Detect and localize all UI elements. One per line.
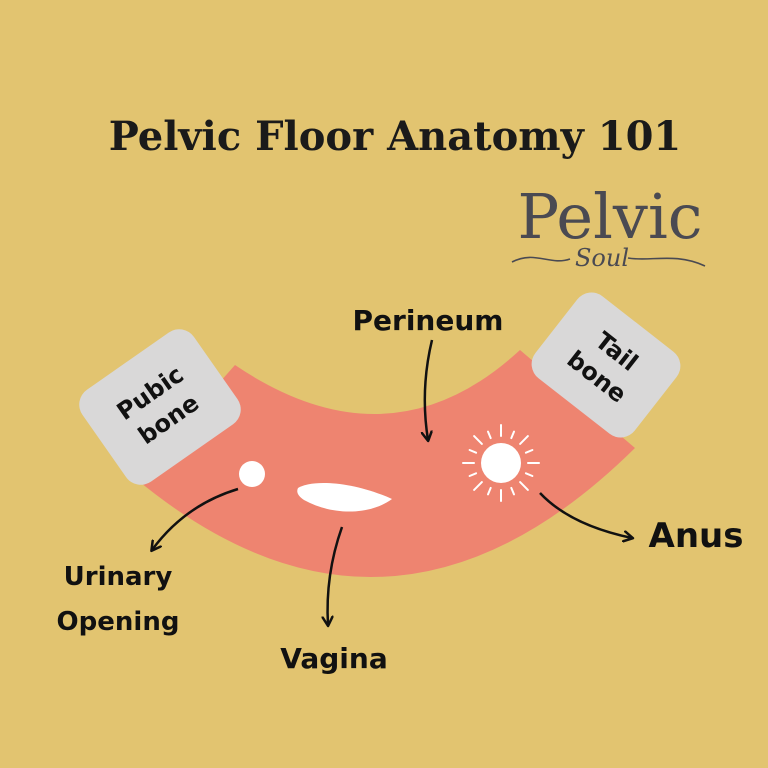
vagina-arrow bbox=[328, 526, 344, 625]
urinary-opening-label-line2: Opening bbox=[57, 607, 180, 637]
sun-ray bbox=[468, 449, 478, 454]
urinary-opening-shape bbox=[239, 461, 265, 487]
tail-bone: Tail bone bbox=[531, 292, 681, 438]
sun-ray bbox=[487, 430, 492, 440]
brand-tagline: Soul bbox=[575, 244, 629, 272]
perineum-label: Perineum bbox=[353, 304, 504, 337]
pubic-bone-shape bbox=[79, 329, 241, 485]
vagina-label: Vagina bbox=[280, 642, 388, 675]
sun-ray bbox=[487, 486, 492, 496]
page-title: Pelvic Floor Anatomy 101 bbox=[109, 113, 682, 160]
pubic-bone: Pubic bone bbox=[79, 329, 241, 485]
sun-ray bbox=[524, 472, 534, 477]
anus-sun-icon bbox=[462, 424, 540, 502]
anus-label: Anus bbox=[649, 516, 744, 556]
sun-ray bbox=[519, 481, 529, 491]
urinary-opening-arrow bbox=[152, 487, 239, 550]
vagina-shape bbox=[297, 482, 392, 512]
sun-ray bbox=[473, 435, 483, 445]
brand-name: Pelvic bbox=[517, 180, 702, 253]
tail-bone-shape bbox=[531, 292, 681, 438]
urinary-opening-label-line1: Urinary bbox=[64, 562, 173, 592]
sun-ray bbox=[519, 435, 529, 445]
perineum-arrow bbox=[425, 339, 434, 440]
sun-ray bbox=[510, 430, 515, 440]
sun-ray bbox=[524, 449, 534, 454]
sun-ray bbox=[473, 481, 483, 491]
anus-arrow bbox=[539, 492, 632, 538]
pelvic-floor-band bbox=[135, 350, 635, 577]
sun-ray bbox=[468, 472, 478, 477]
brand-flourish-icon bbox=[511, 256, 706, 267]
brand-logo: Pelvic Soul bbox=[511, 180, 706, 272]
sun-ray bbox=[510, 486, 515, 496]
